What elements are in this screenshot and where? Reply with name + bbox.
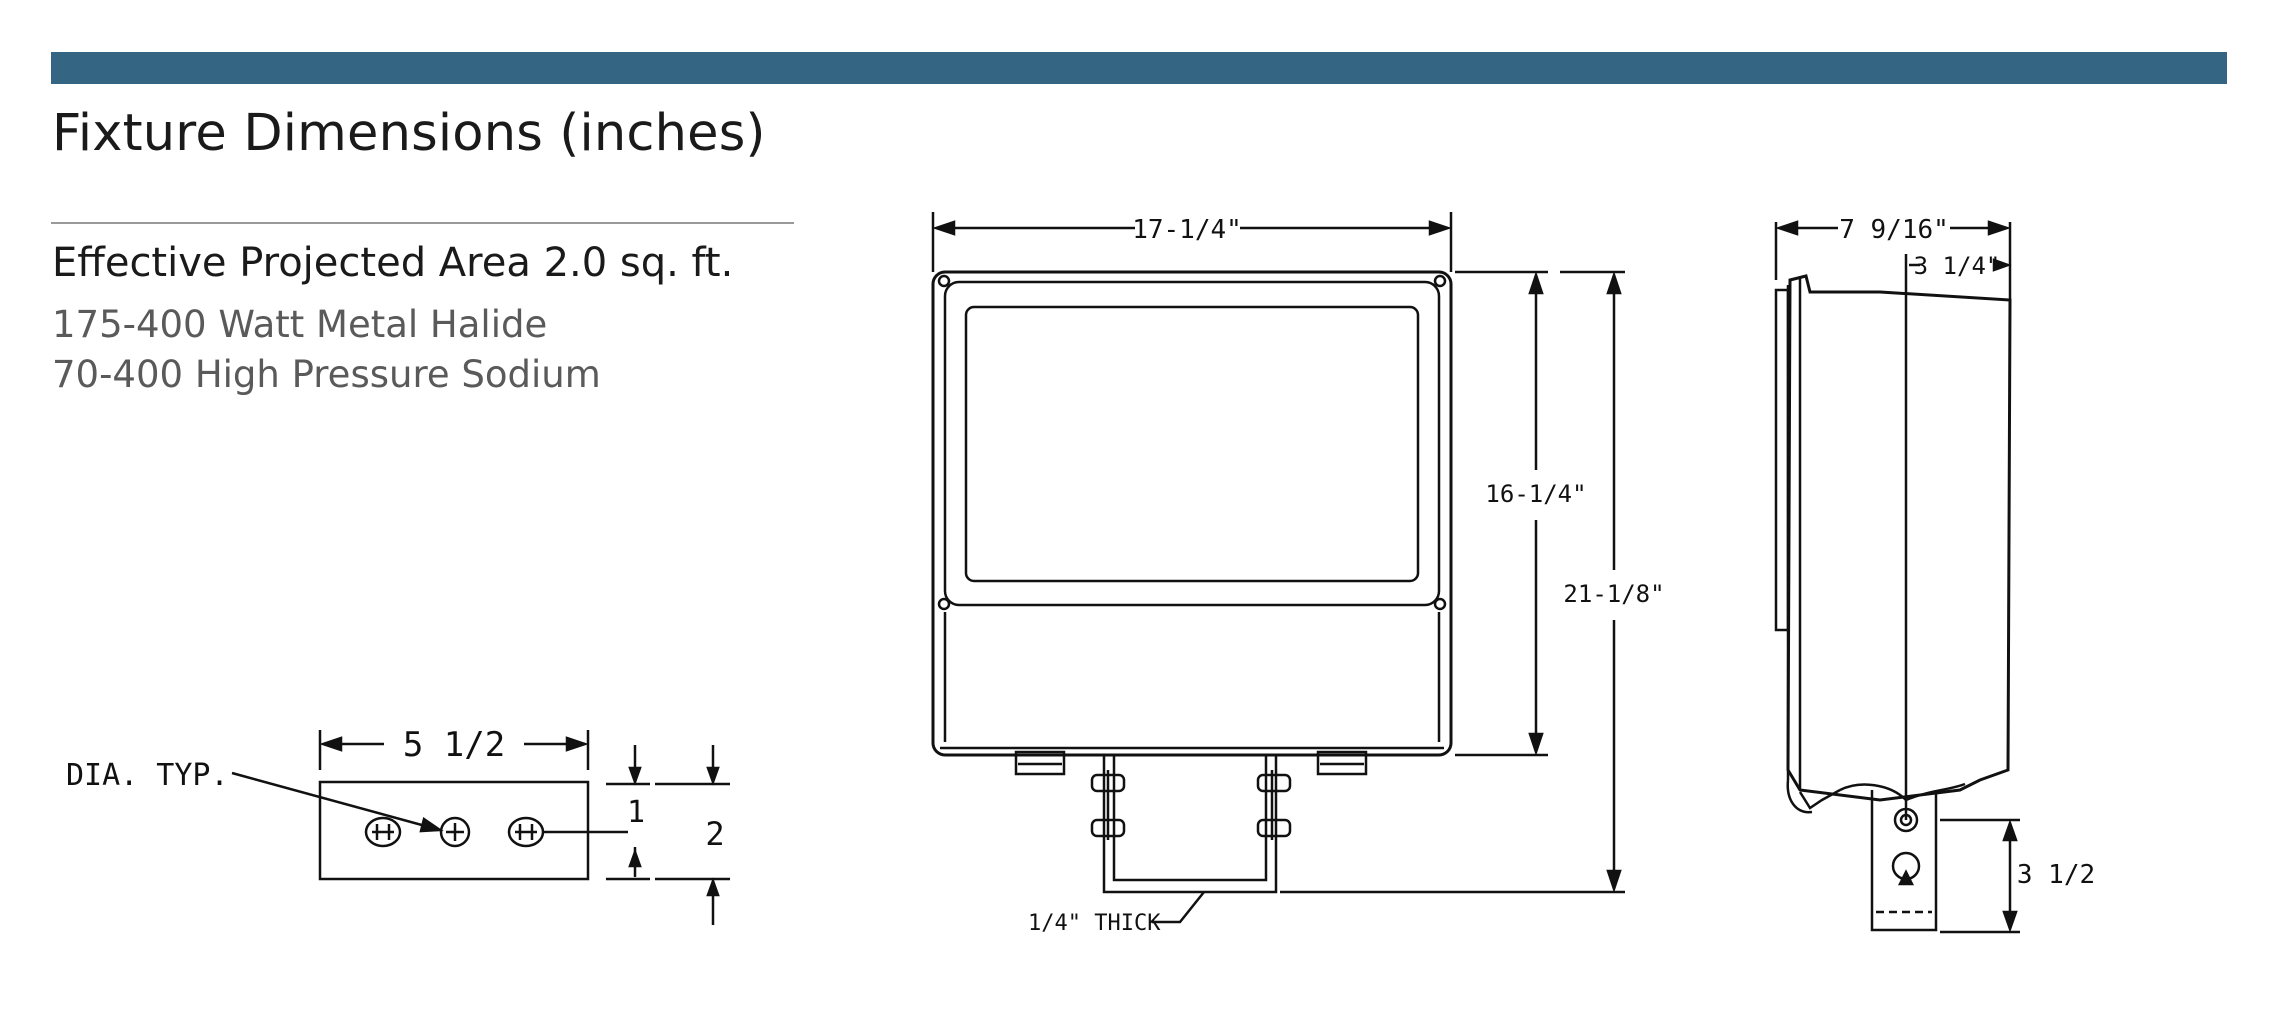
- section-divider: [51, 222, 794, 224]
- side-mount-offset-label: 3 1/4": [1914, 252, 2001, 280]
- hole-diameter-label: DIA. TYP.: [66, 758, 229, 793]
- front-height-label: 16-1/4": [1485, 480, 1586, 508]
- plate-hole-spacing-label: 1: [627, 795, 645, 830]
- side-depth-label: 7 9/16": [1839, 215, 1949, 245]
- front-view: 17-1/4" 16-1/4": [931, 212, 1665, 936]
- spec-high-pressure-sodium: 70-400 High Pressure Sodium: [52, 353, 601, 396]
- side-view: 7 9/16" 3 1/4" 3 1/2: [1774, 215, 2095, 934]
- front-width-label: 17-1/4": [1132, 215, 1242, 245]
- plate-height-label: 2: [705, 815, 724, 853]
- plate-width-label: 5 1/2: [403, 725, 505, 765]
- bracket-plate-view: 5 1/2 DIA. TYP. 1 2: [66, 725, 730, 925]
- projected-area-heading: Effective Projected Area 2.0 sq. ft.: [52, 240, 734, 286]
- side-bracket-height-label: 3 1/2: [2017, 860, 2095, 890]
- front-overall-height-label: 21-1/8": [1563, 580, 1664, 608]
- bracket-thickness-label: 1/4" THICK: [1028, 911, 1161, 936]
- page-title: Fixture Dimensions (inches): [52, 104, 766, 163]
- header-accent-bar: [51, 52, 2227, 84]
- spec-metal-halide: 175-400 Watt Metal Halide: [52, 303, 548, 346]
